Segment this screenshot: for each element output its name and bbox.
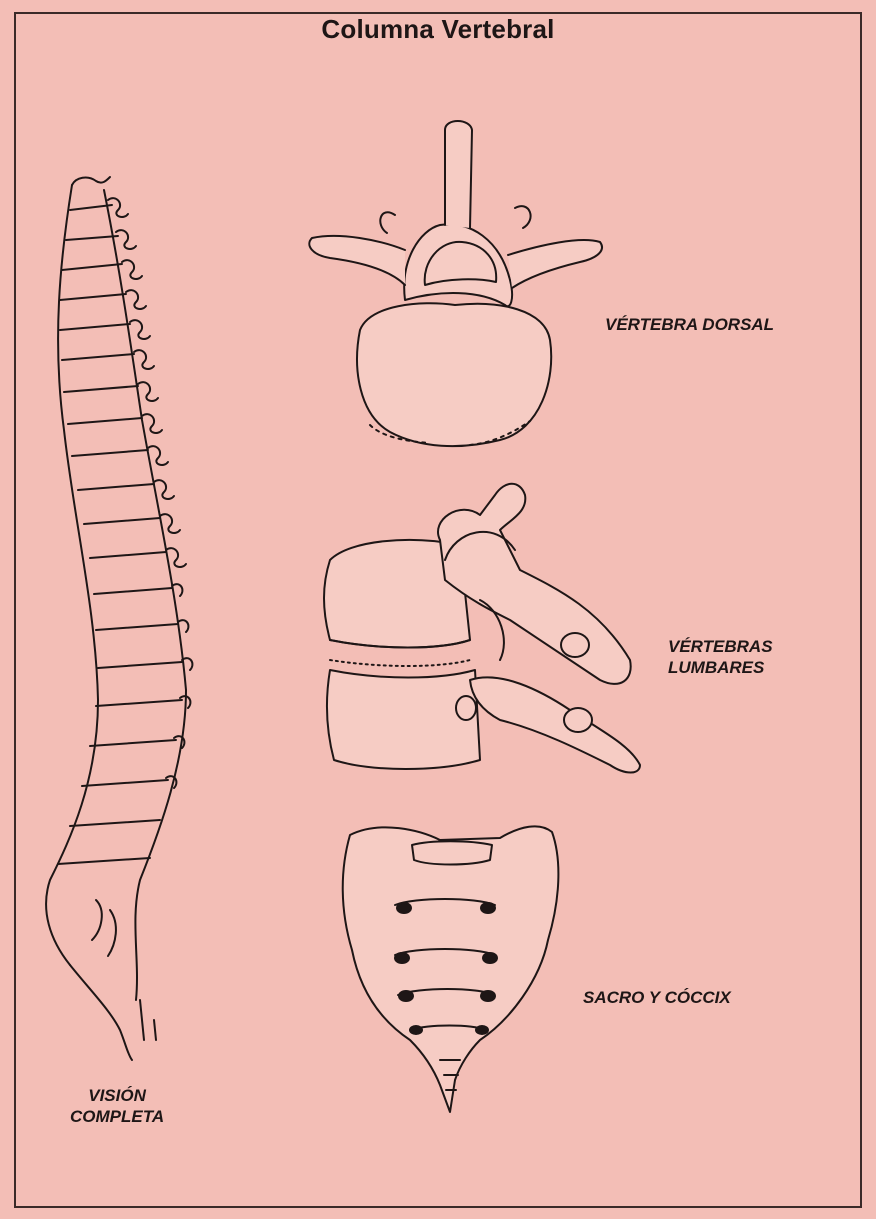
label-vision-line2: COMPLETA (70, 1106, 164, 1127)
label-lumbares-line2: LUMBARES (668, 657, 773, 678)
dorsal-vertebra-drawing (309, 121, 602, 446)
label-sacro-coccix: SACRO Y CÓCCIX (583, 987, 731, 1008)
label-vertebras-line1: VÉRTEBRAS (668, 636, 773, 657)
sacrum-coccyx-drawing (343, 826, 559, 1112)
lumbar-vertebrae-drawing (324, 484, 640, 773)
label-vision-completa: VISIÓN COMPLETA (70, 1085, 164, 1127)
full-spine-drawing (46, 177, 192, 1060)
label-vertebras-lumbares: VÉRTEBRAS LUMBARES (668, 636, 773, 678)
label-vertebra-dorsal: VÉRTEBRA DORSAL (605, 314, 774, 335)
label-vision-line1: VISIÓN (70, 1085, 164, 1106)
